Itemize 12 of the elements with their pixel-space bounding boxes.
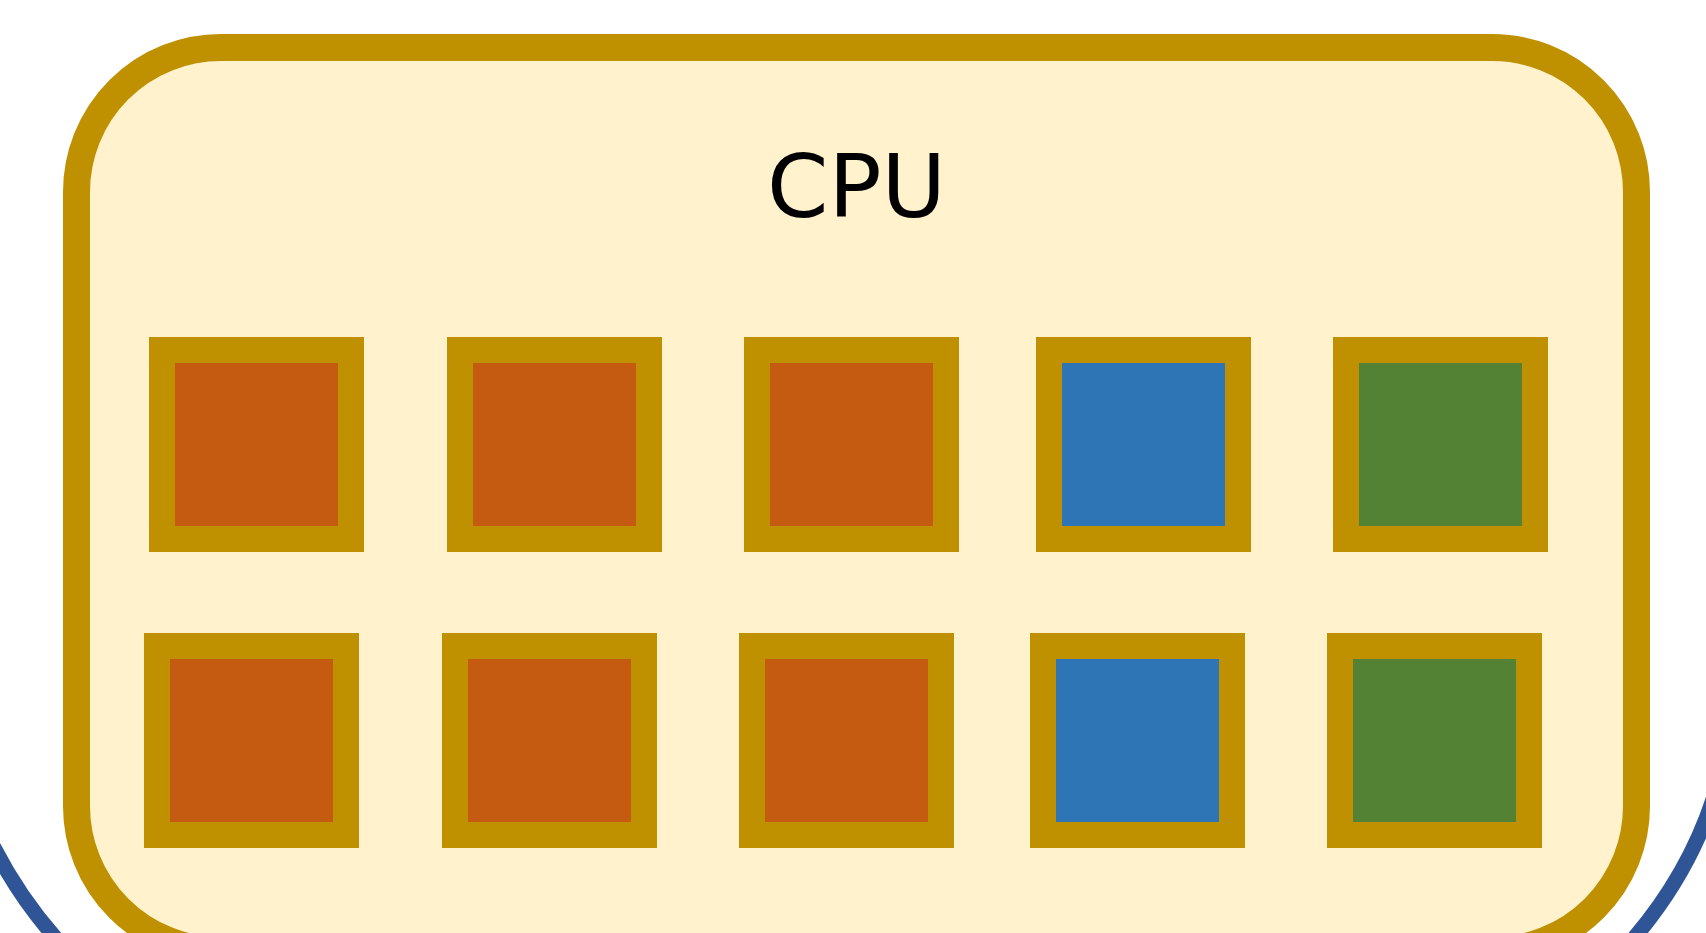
container-title: CPU	[766, 143, 947, 231]
cpu-container	[63, 34, 1650, 933]
core-square	[1327, 633, 1542, 848]
core-square	[744, 337, 959, 552]
core-square	[144, 633, 359, 848]
core-square	[442, 633, 657, 848]
core-square	[1333, 337, 1548, 552]
core-square	[1036, 337, 1251, 552]
core-square	[149, 337, 364, 552]
core-square	[1030, 633, 1245, 848]
core-square	[447, 337, 662, 552]
core-square	[739, 633, 954, 848]
